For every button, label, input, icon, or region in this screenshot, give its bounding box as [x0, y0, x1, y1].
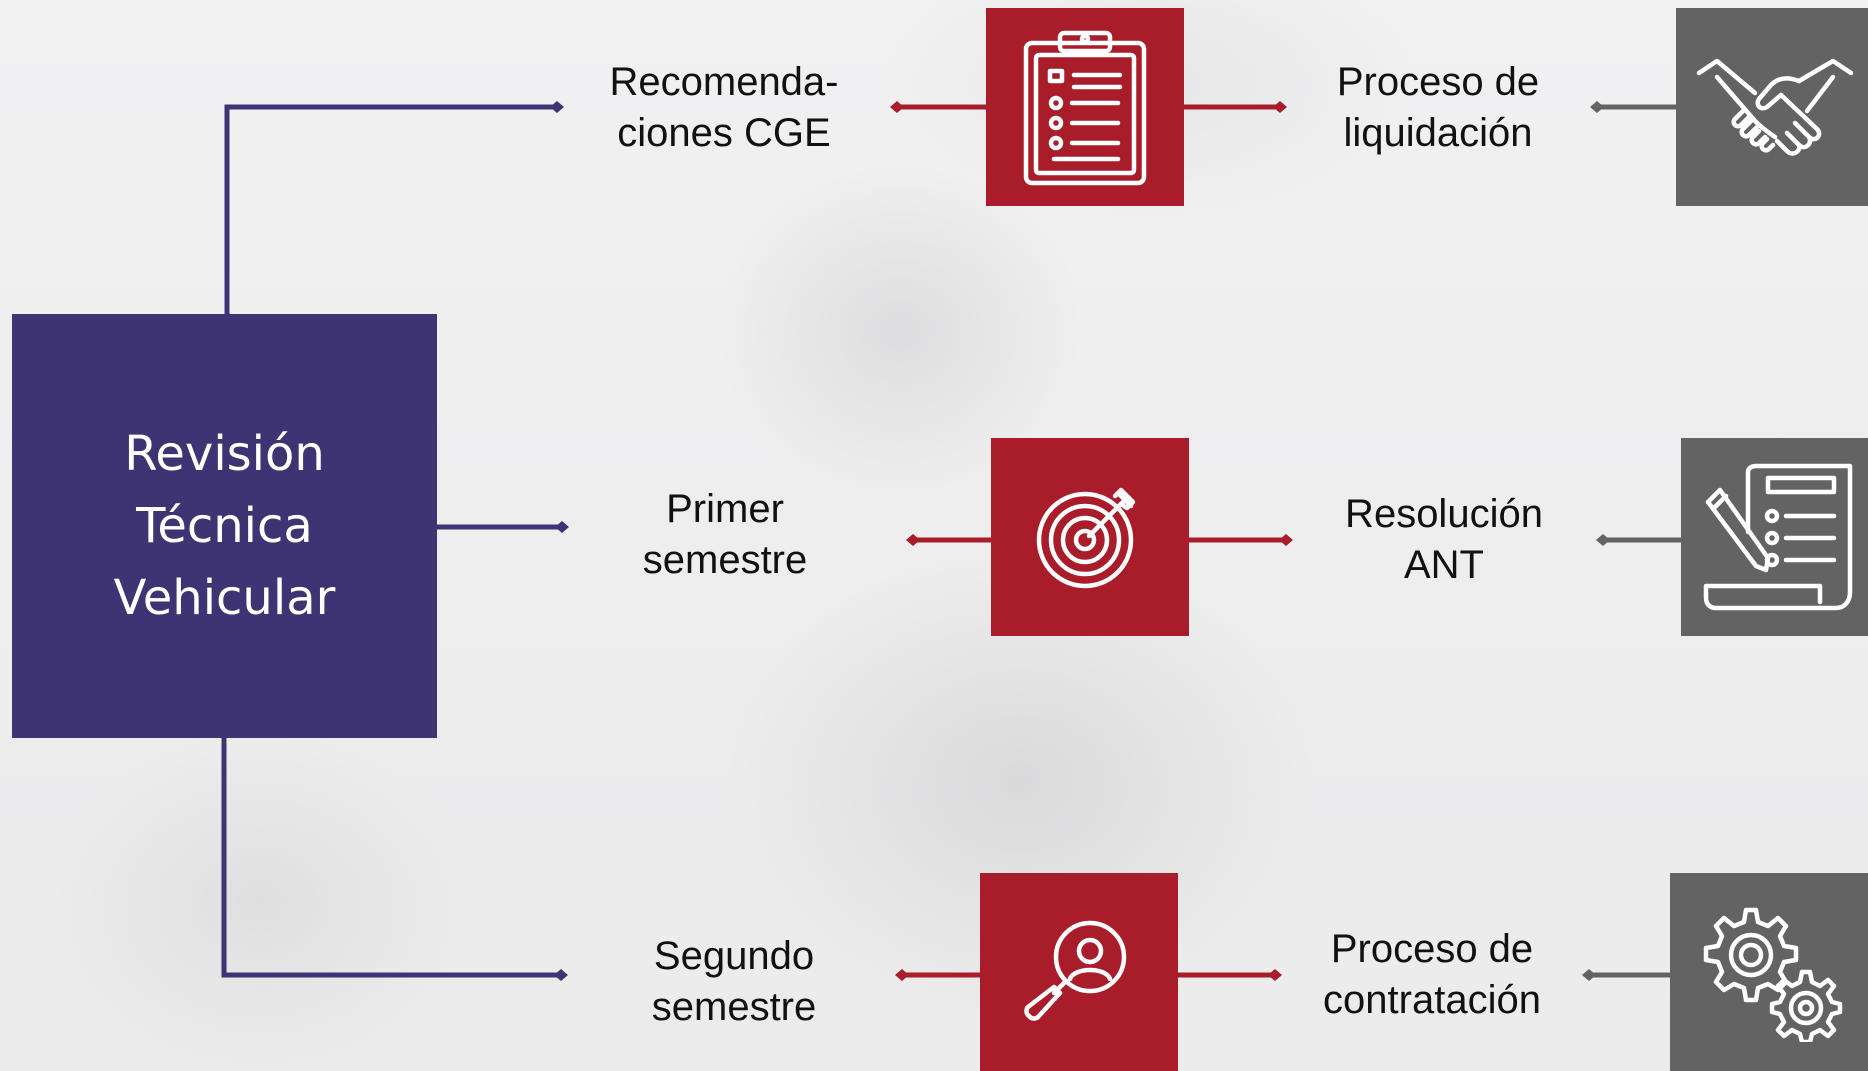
- red-endpoints: [890, 101, 1293, 981]
- main-topic-title: Revisión Técnica Vehicular: [113, 426, 336, 626]
- connector-bottom: [221, 738, 563, 978]
- stage-label-segundo-semestre: Segundo semestre: [651, 934, 817, 1029]
- result-label-resolucion-ant: Resolución ANT: [1345, 492, 1543, 587]
- stage-icon-box-3: [980, 873, 1178, 1071]
- purple-connectors: [221, 104, 563, 978]
- clipboard-checklist-icon: [1023, 30, 1147, 186]
- result-icon-box-2: [1681, 438, 1868, 636]
- result-label-contratacion: Proceso de contratación: [1323, 927, 1541, 1022]
- grey-endpoints: [1582, 101, 1610, 981]
- main-topic-box: Revisión Técnica Vehicular: [12, 314, 437, 738]
- handshake-icon: [1696, 58, 1854, 156]
- purple-endpoints: [550, 101, 569, 981]
- stage-icon-box-2: [991, 438, 1189, 636]
- red-connectors: [898, 104, 1283, 978]
- stage-icon-box-1: [986, 8, 1184, 206]
- result-icon-box-3: [1670, 873, 1868, 1071]
- search-person-icon: [1024, 920, 1127, 1021]
- result-icon-box-1: [1676, 8, 1868, 206]
- stage-label-recomendaciones: Recomenda- ciones CGE: [609, 60, 839, 155]
- result-label-liquidacion: Proceso de liquidación: [1336, 60, 1540, 155]
- gears-icon: [1703, 907, 1843, 1042]
- target-arrow-icon: [1036, 487, 1136, 589]
- grey-connectors: [1590, 104, 1681, 978]
- document-signature-icon: [1703, 463, 1853, 611]
- connector-top: [224, 104, 560, 314]
- stage-label-primer-semestre: Primer semestre: [642, 487, 808, 582]
